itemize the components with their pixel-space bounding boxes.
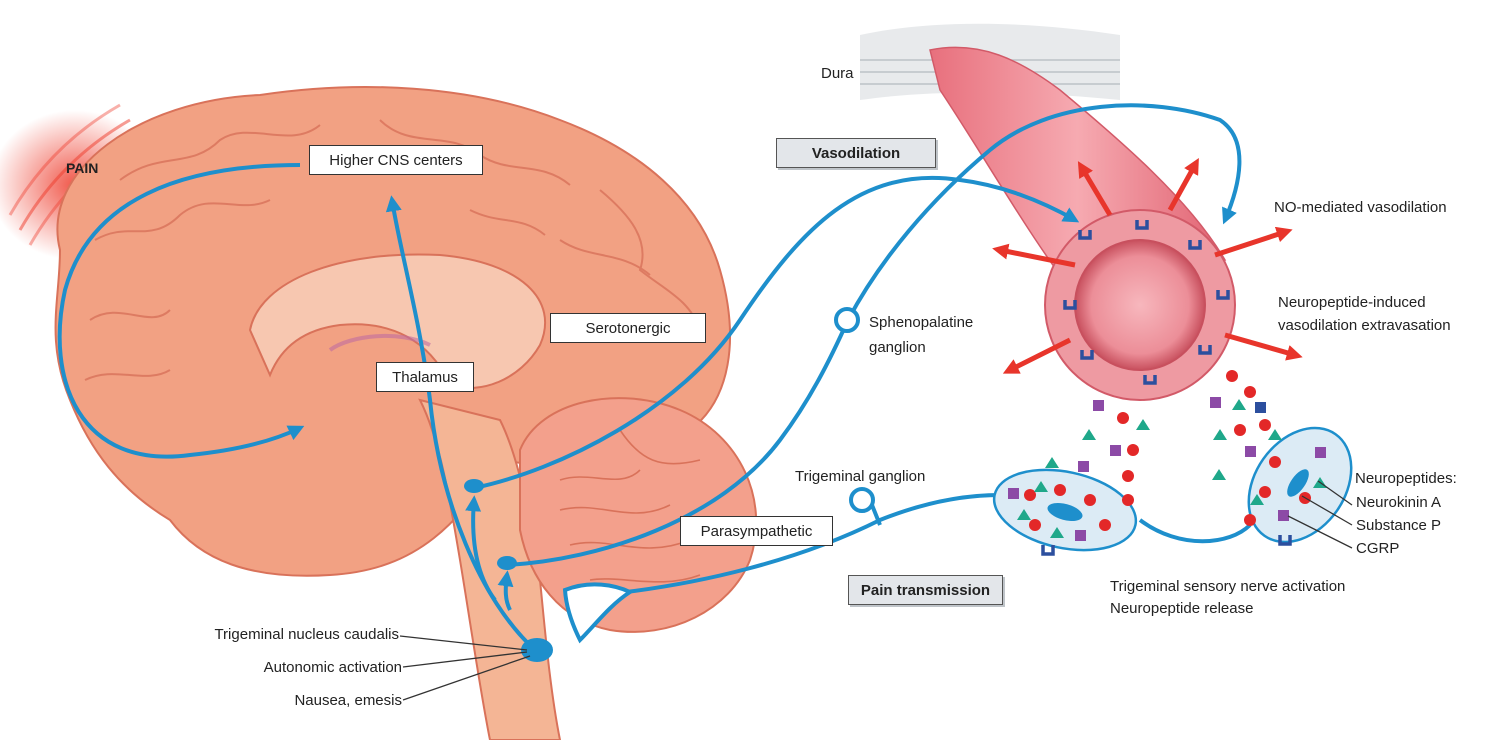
nerve-ending-right	[1228, 408, 1373, 561]
activation-label-2: Neuropeptide release	[1110, 600, 1253, 618]
serotonergic-box: Serotonergic	[550, 313, 706, 343]
neuropeptide-induced-label-1: Neuropeptide-induced	[1278, 294, 1426, 312]
trigeminal-ganglion-label: Trigeminal ganglion	[795, 468, 925, 486]
vasodilation-box: Vasodilation	[776, 138, 936, 168]
sphenopalatine-label-1: Sphenopalatine	[869, 314, 973, 332]
activation-label-1: Trigeminal sensory nerve activation	[1110, 578, 1345, 596]
nausea-label: Nausea, emesis	[294, 692, 402, 710]
sphenopalatine-label-2: ganglion	[869, 339, 926, 357]
higher-cns-box: Higher CNS centers	[309, 145, 483, 175]
autonomic-label: Autonomic activation	[264, 659, 402, 677]
neurokinin-a-label: Neurokinin A	[1356, 494, 1441, 512]
neuropeptide-induced-label-2: vasodilation extravasation	[1278, 317, 1451, 335]
brain-illustration	[56, 87, 757, 740]
neuropeptides-label: Neuropeptides:	[1355, 470, 1457, 488]
pain-label: PAIN	[66, 159, 98, 177]
pain-transmission-box: Pain transmission	[848, 575, 1003, 605]
dura-label: Dura	[821, 65, 854, 83]
substance-p-label: Substance P	[1356, 517, 1441, 535]
trigeminal-nucleus-label: Trigeminal nucleus caudalis	[214, 626, 399, 644]
no-mediated-label: NO-mediated vasodilation	[1274, 199, 1447, 217]
thalamus-box: Thalamus	[376, 362, 474, 392]
cgrp-label: CGRP	[1356, 540, 1399, 558]
parasympathetic-box: Parasympathetic	[680, 516, 833, 546]
nerve-ending-left	[987, 458, 1144, 562]
